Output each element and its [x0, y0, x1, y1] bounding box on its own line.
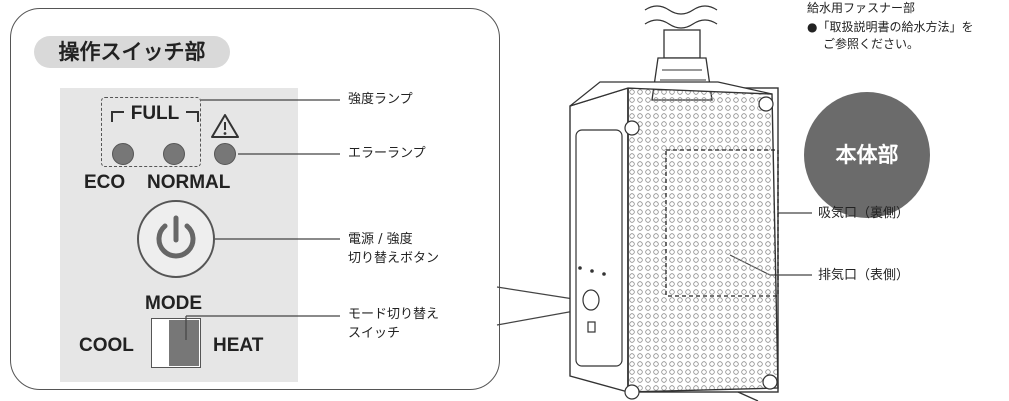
fastener-note-2: ご参照ください。: [823, 37, 920, 51]
normal-label: NORMAL: [147, 172, 231, 193]
body-badge: 本体部: [804, 92, 930, 218]
intake-label: 吸気口（裏側）: [818, 206, 910, 221]
panel-title: 操作スイッチ部: [34, 36, 230, 68]
normal-lamp: [163, 143, 185, 165]
power-button-label-2: 切り替えボタン: [348, 251, 440, 266]
exhaust-label: 排気口（表側）: [818, 268, 910, 283]
eco-lamp: [112, 143, 134, 165]
error-lamp: [214, 143, 236, 165]
cool-label: COOL: [79, 335, 134, 356]
error-lamp-label: エラーランプ: [348, 146, 426, 161]
eco-label: ECO: [84, 172, 126, 193]
power-icon: [156, 215, 196, 259]
fastener-title: 給水用ファスナー部: [807, 1, 916, 15]
mode-label: MODE: [145, 293, 202, 314]
mode-switch-label-1: モード切り替え: [348, 307, 440, 322]
full-bracket: [111, 111, 199, 122]
mode-switch-label-2: スイッチ: [348, 326, 401, 341]
full-lamp-group: [101, 97, 201, 167]
heat-label: HEAT: [213, 335, 264, 356]
fastener-note-1: ●「取扱説明書の給水方法」を: [807, 20, 974, 34]
mode-switch-knob: [169, 320, 199, 366]
power-mode-button[interactable]: [137, 200, 215, 278]
device-illustration: [569, 5, 779, 401]
warning-icon: [211, 114, 239, 138]
intensity-lamp-label: 強度ランプ: [348, 92, 413, 107]
full-label: FULL: [130, 103, 180, 124]
power-button-label-1: 電源 / 強度: [348, 232, 413, 247]
